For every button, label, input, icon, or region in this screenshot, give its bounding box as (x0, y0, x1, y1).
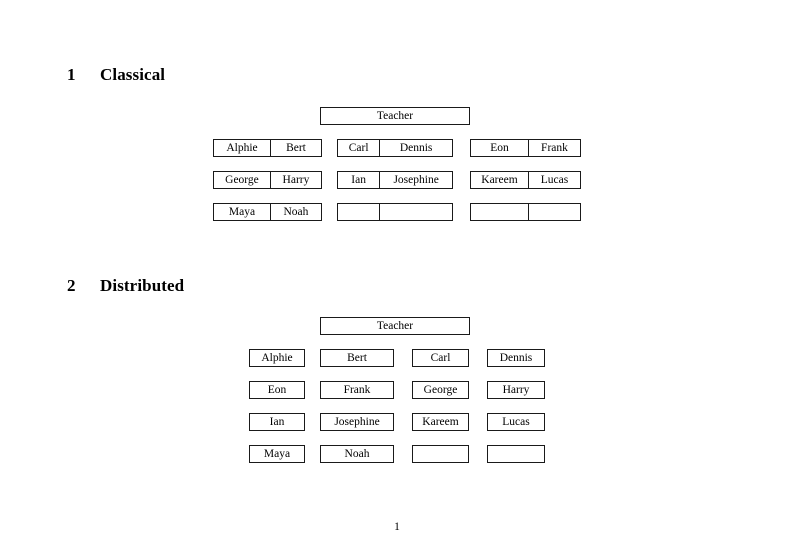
section-heading-distributed: 2 Distributed (67, 277, 184, 294)
student-cell: Josephine (379, 172, 452, 188)
student-box: Noah (320, 445, 394, 463)
section-number: 1 (67, 65, 76, 84)
student-pair-row: Kareem Lucas (470, 171, 581, 189)
student-box-empty (412, 445, 469, 463)
student-cell: Frank (527, 140, 580, 156)
student-cell: Lucas (527, 172, 580, 188)
student-cell-empty (471, 204, 528, 220)
student-box: Eon (249, 381, 305, 399)
student-box: George (412, 381, 469, 399)
student-cell: Carl (348, 142, 369, 154)
student-pair-row-empty (337, 203, 453, 221)
teacher-box-classical: Teacher (320, 107, 470, 125)
student-box: Alphie (249, 349, 305, 367)
student-pair-row: Alphie Bert (213, 139, 322, 157)
student-box: Frank (320, 381, 394, 399)
student-box: Bert (320, 349, 394, 367)
student-pair-row: Eon Frank (470, 139, 581, 157)
student-pair-row: George Harry (213, 171, 322, 189)
student-pair-row: Maya Noah (213, 203, 322, 221)
section-title: Classical (100, 65, 166, 84)
student-box: Carl (412, 349, 469, 367)
student-box: Kareem (412, 413, 469, 431)
section-number: 2 (67, 276, 76, 295)
student-box-empty (487, 445, 545, 463)
section-heading-classical: 1 Classical (67, 66, 165, 83)
student-cell: Ian (351, 174, 366, 186)
student-cell: Bert (269, 140, 321, 156)
teacher-box-distributed: Teacher (320, 317, 470, 335)
student-box: Ian (249, 413, 305, 431)
student-cell: Noah (269, 204, 321, 220)
student-cell-empty (527, 204, 580, 220)
student-cell-empty (379, 204, 452, 220)
student-pair-row-empty (470, 203, 581, 221)
student-box: Dennis (487, 349, 545, 367)
student-cell: Dennis (379, 140, 452, 156)
student-pair-row: Ian Josephine (337, 171, 453, 189)
section-title: Distributed (100, 276, 185, 295)
student-box: Maya (249, 445, 305, 463)
student-cell: Harry (269, 172, 321, 188)
student-box: Josephine (320, 413, 394, 431)
student-cell: Maya (228, 206, 256, 218)
student-cell: Alphie (226, 142, 258, 154)
page-number: 1 (394, 521, 400, 533)
student-cell-empty (338, 204, 379, 220)
student-cell: Eon (490, 142, 509, 154)
student-box: Harry (487, 381, 545, 399)
student-cell: Kareem (481, 174, 518, 186)
student-pair-row: Carl Dennis (337, 139, 453, 157)
student-cell: George (225, 174, 259, 186)
student-box: Lucas (487, 413, 545, 431)
